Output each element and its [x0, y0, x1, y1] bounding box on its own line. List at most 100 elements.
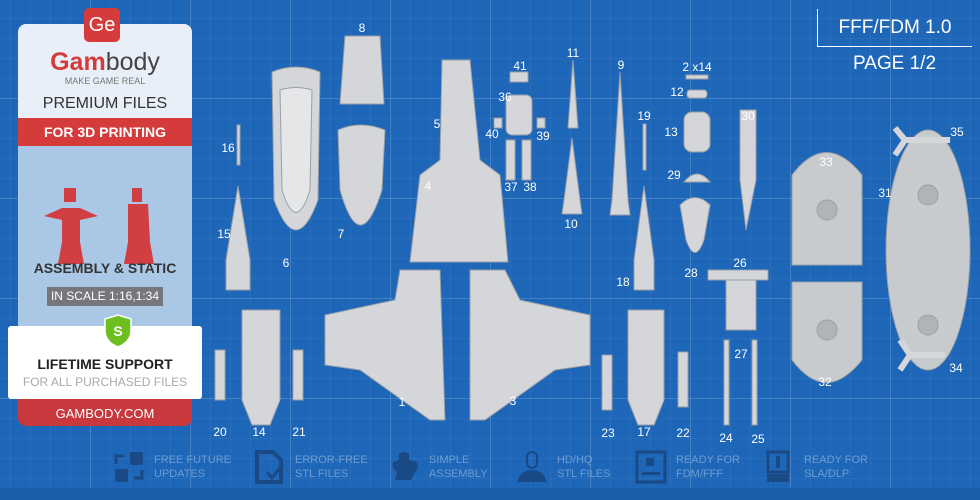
part-label: 39 [536, 129, 550, 143]
part-29 [682, 173, 712, 183]
part-31 [885, 129, 971, 371]
assembly-static-label: ASSEMBLY & STATIC [33, 260, 177, 276]
footer-strip [0, 488, 980, 500]
gambody-promo-panel: Ge Gambody MAKE GAME REAL PREMIUM FILES … [8, 8, 202, 426]
page-indicator: PAGE 1/2 [852, 53, 937, 74]
fdm-printer-icon [635, 450, 667, 484]
part-label: 40 [485, 127, 499, 141]
format-version: FFF/FDM 1.0 [817, 9, 972, 47]
part-label: 26 [733, 256, 747, 270]
part-label: 18 [616, 275, 630, 289]
feature-line2: FDM/FFF [676, 468, 724, 480]
feature-line1: READY FOR [676, 454, 740, 466]
puzzle-icon [392, 452, 418, 480]
part-11 [567, 59, 579, 129]
part-label: 13 [664, 125, 678, 139]
part-label: 8 [358, 21, 366, 35]
part-label: 30 [741, 109, 755, 123]
part-34 [897, 338, 945, 372]
part-label: 36 [498, 90, 512, 104]
brand-name: Gambody [18, 48, 192, 77]
part-canopy-6 [271, 66, 321, 231]
part-label: 34 [949, 361, 963, 375]
part-label: 19 [637, 109, 651, 123]
website-link[interactable]: GAMBODY.COM [18, 399, 192, 426]
part-15 [225, 185, 251, 291]
refresh-icon [114, 452, 144, 482]
part-label: 3 [509, 394, 517, 408]
part-label: 33 [819, 155, 833, 169]
part-label: 29 [667, 168, 681, 182]
premium-files-title: PREMIUM FILES [42, 95, 168, 112]
feature-line1: READY FOR [804, 454, 868, 466]
tagline: MAKE GAME REAL [64, 76, 146, 86]
brand-gray: body [105, 48, 160, 76]
part-label: 23 [601, 426, 615, 440]
part-label: 14 [252, 425, 266, 439]
lifetime-support-title: LIFETIME SUPPORT [37, 356, 173, 372]
feature-line1: FREE FUTURE [154, 454, 231, 466]
part-label: 17 [637, 425, 651, 439]
part-12 [686, 89, 708, 99]
part-label: 6 [282, 256, 290, 270]
part-label: 10 [564, 217, 578, 231]
part-label: 16 [221, 141, 235, 155]
part-label: 38 [523, 180, 537, 194]
file-check-icon [255, 450, 285, 484]
part-18 [633, 185, 655, 291]
part-10 [561, 137, 583, 215]
part-label: 28 [684, 266, 698, 280]
part-26-27 [707, 269, 769, 426]
feature-line2: UPDATES [154, 468, 206, 480]
part-engine-17 [601, 309, 689, 426]
feature-sla: READY FOR SLA/DLP [762, 450, 868, 484]
scale-badge: IN SCALE 1:16,1:34 [47, 287, 163, 306]
part-33 [791, 152, 863, 266]
part-13 [683, 111, 711, 153]
part-label: 31 [878, 186, 892, 200]
feature-line2: ASSEMBLY [429, 468, 488, 480]
part-2 [685, 74, 709, 80]
part-32 [791, 281, 863, 383]
part-label: 12 [670, 85, 684, 99]
feature-line1: HD/HQ [557, 454, 593, 466]
gambody-logo-badge[interactable]: Ge [84, 8, 120, 42]
brand-red: Gam [50, 48, 106, 76]
part-label: 11 [566, 46, 580, 60]
lifetime-support-card [8, 326, 202, 399]
part-label: 27 [734, 347, 748, 361]
part-engine-14 [214, 309, 304, 426]
part-figure-36-41 [493, 71, 546, 181]
shield-letter: S [113, 323, 122, 339]
feature-line2: STL FILES [557, 468, 611, 480]
part-28 [679, 197, 711, 253]
part-label: 37 [504, 180, 518, 194]
part-wing-3 [469, 269, 591, 421]
part-wing-1 [324, 269, 446, 421]
part-label: 20 [213, 425, 227, 439]
feature-line2: SLA/DLP [804, 468, 850, 480]
for-3d-printing-banner: FOR 3D PRINTING [18, 118, 192, 146]
part-30 [739, 109, 757, 231]
part-label: 15 [217, 227, 231, 241]
red-figures-icon [44, 188, 154, 264]
part-label: 32 [818, 375, 832, 389]
part-9 [609, 71, 631, 216]
part-label: 41 [513, 59, 527, 73]
part-8 [339, 35, 385, 105]
feature-line2: STL FILES [295, 468, 349, 480]
part-label: 24 [719, 431, 733, 445]
feature-line1: SIMPLE [429, 454, 470, 466]
part-16 [236, 124, 241, 166]
figure-icon [517, 451, 547, 482]
part-label: 35 [950, 125, 964, 139]
shield-icon: S [104, 314, 132, 348]
feature-simple-assembly: SIMPLE ASSEMBLY [387, 450, 488, 484]
part-label: 4 [424, 179, 432, 193]
part-label: 9 [617, 58, 625, 72]
feature-free-updates: FREE FUTURE UPDATES [112, 450, 231, 484]
part-canopy-7 [337, 124, 386, 226]
part-label: 1 [398, 395, 406, 409]
